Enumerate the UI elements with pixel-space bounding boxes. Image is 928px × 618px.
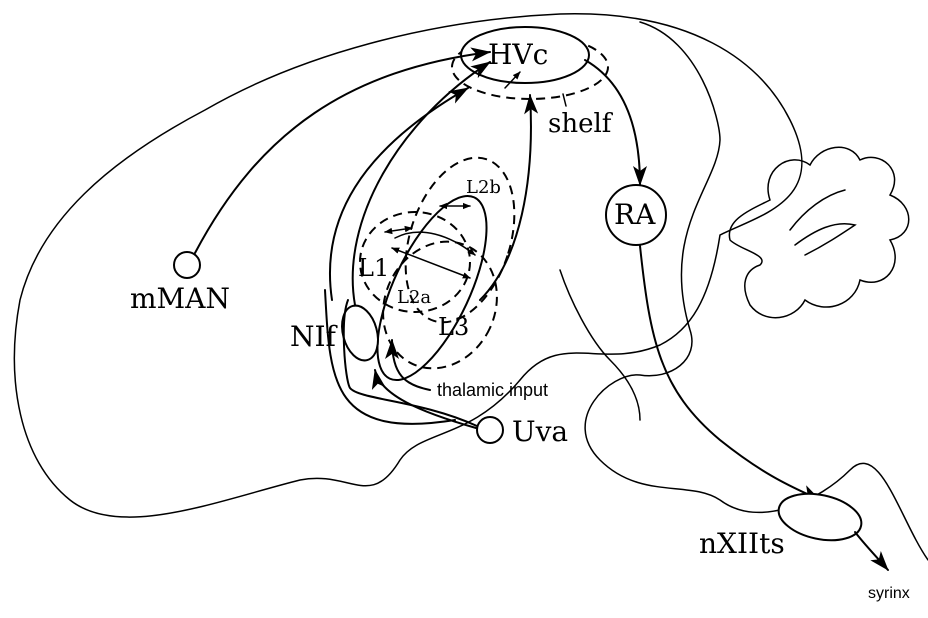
mman-nucleus (174, 252, 200, 278)
l2a-label: L2a (397, 287, 431, 308)
cerebellum (729, 147, 908, 317)
ra-label: RA (614, 198, 656, 231)
nif-label: NIf (290, 320, 339, 353)
nxiits-to-syrinx-arrow (855, 532, 888, 570)
l2a-region (355, 181, 508, 394)
brainstem-contour (585, 22, 928, 560)
uva-nucleus (477, 417, 503, 443)
ra-to-nxiits-arrow (640, 246, 820, 500)
cerebellum-inner (790, 190, 855, 255)
syrinx-label: syrinx (868, 585, 910, 602)
l1-internal-arrow-1 (385, 228, 412, 232)
mman-label: mMAN (130, 282, 230, 315)
thalamic-input-label: thalamic input (437, 380, 548, 400)
brain-outline (14, 14, 801, 517)
uva-label: Uva (512, 415, 568, 448)
shelf-leader (563, 94, 566, 106)
mman-to-hvc-arrow (195, 52, 490, 253)
nxiits-nucleus (774, 487, 865, 548)
ventral-contour (560, 270, 640, 420)
hvc-label: HVc (488, 38, 548, 71)
nxiits-label: nXIIts (699, 527, 785, 560)
l2b-label: L2b (466, 177, 501, 198)
l1-label: L1 (358, 254, 389, 282)
l3-label: L3 (438, 313, 469, 341)
shelf-label: shelf (548, 109, 614, 139)
